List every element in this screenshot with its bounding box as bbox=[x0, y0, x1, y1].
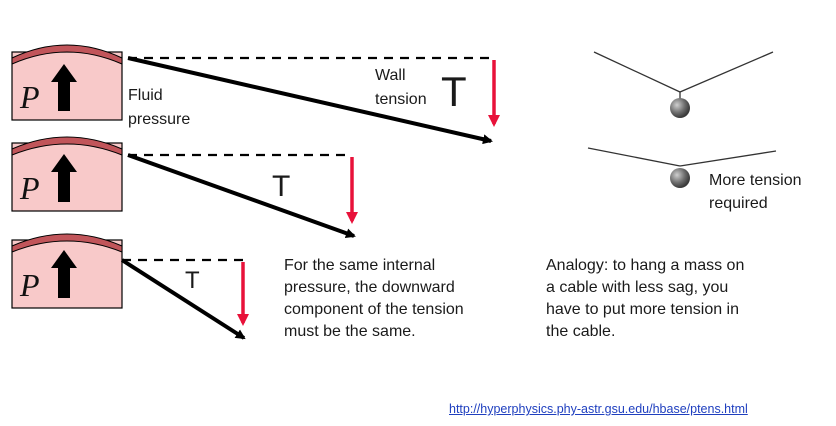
tension-label: T bbox=[185, 267, 200, 294]
panel-2: P T bbox=[11, 136, 358, 239]
more-tension-label: More tension required bbox=[709, 172, 806, 212]
tension-label: T bbox=[441, 68, 467, 115]
panel-1: P T bbox=[11, 44, 500, 145]
same-pressure-note: For the same internal pressure, the down… bbox=[284, 257, 468, 340]
taut-cable bbox=[587, 147, 777, 188]
cable-right bbox=[679, 150, 777, 167]
vessel-wall bbox=[11, 44, 123, 65]
vessel-wall bbox=[11, 136, 123, 156]
wall-tension-vector bbox=[120, 258, 246, 340]
panel-3: P T bbox=[11, 233, 249, 340]
wall-tension-vector bbox=[127, 153, 356, 239]
sagging-cable bbox=[593, 51, 774, 118]
fluid-pressure-label: Fluid pressure bbox=[128, 87, 190, 128]
pressure-arrow-icon bbox=[51, 64, 77, 111]
pressure-symbol: P bbox=[19, 170, 40, 206]
source-link[interactable]: http://hyperphysics.phy-astr.gsu.edu/hba… bbox=[449, 402, 748, 416]
wall-tension-vector bbox=[127, 56, 493, 145]
hanging-mass bbox=[670, 98, 690, 118]
cable-left bbox=[587, 147, 681, 167]
pressure-arrow-icon bbox=[51, 154, 77, 202]
analogy-note: Analogy: to hang a mass on a cable with … bbox=[546, 257, 749, 340]
pressure-symbol: P bbox=[19, 267, 40, 303]
pressure-arrow-icon bbox=[51, 250, 77, 298]
vessel-wall bbox=[11, 233, 123, 253]
cable-left bbox=[593, 51, 681, 93]
wall-tension-label: Wall tension bbox=[375, 67, 427, 108]
pressure-symbol: P bbox=[19, 79, 40, 115]
cable-right bbox=[679, 51, 774, 93]
hanging-mass bbox=[670, 168, 690, 188]
tension-label: T bbox=[272, 170, 290, 203]
